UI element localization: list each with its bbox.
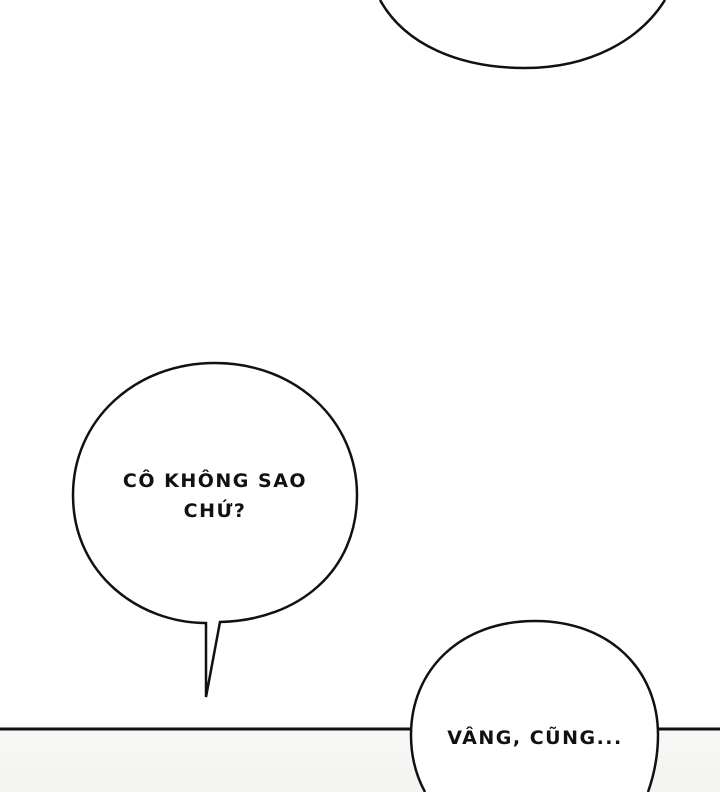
speech-bubble-top — [378, 0, 667, 70]
bubble-text-question: Cô không sao chứ? — [122, 470, 308, 522]
speech-bubble-question — [71, 361, 359, 698]
speech-bubble-reply — [409, 619, 660, 792]
bubble-text-reply: Vâng, cũng... — [447, 727, 623, 749]
